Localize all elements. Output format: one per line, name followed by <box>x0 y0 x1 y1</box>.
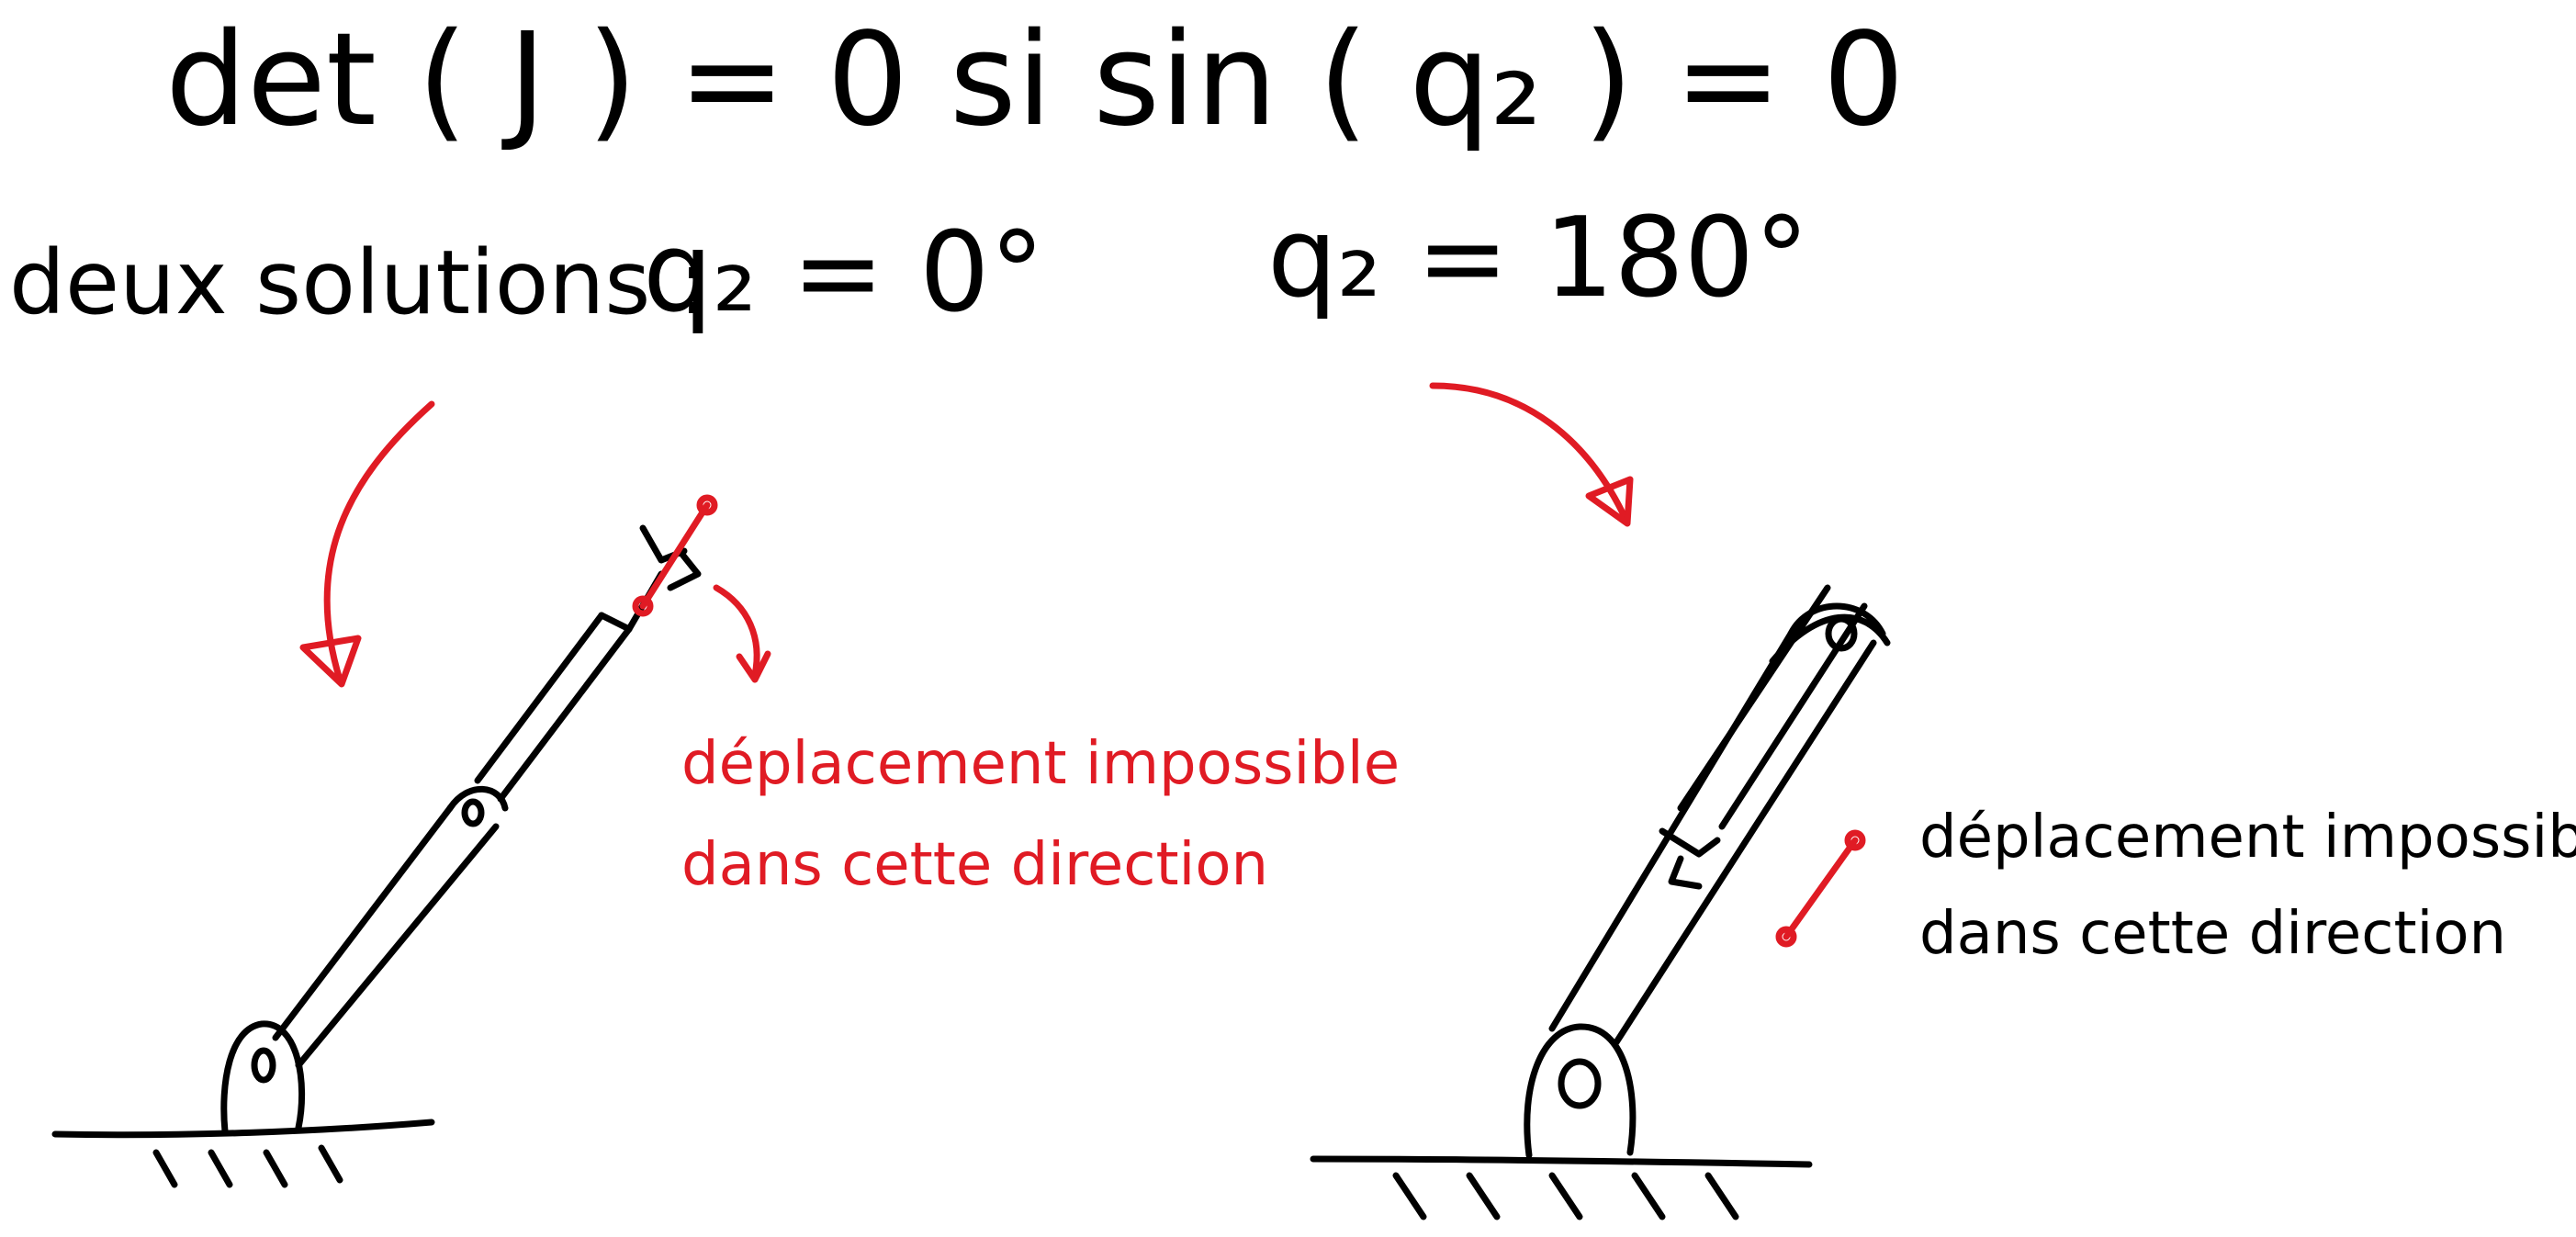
arrow-to-extended-arm <box>299 400 435 688</box>
ground-left <box>51 1119 435 1188</box>
left-note-line-2: dans cette direction <box>681 831 1269 899</box>
solutions-label: deux solutions : <box>9 231 709 334</box>
link-1-left <box>272 785 509 1069</box>
right-note-line-1: déplacement impossible <box>1919 804 2576 872</box>
link-2-left <box>474 612 633 803</box>
solution-q2-180: q₂ = 180° <box>1267 195 1810 322</box>
singularity-equation: det ( J ) = 0 si sin ( q₂ ) = 0 <box>165 6 1905 155</box>
arrow-to-folded-arm <box>1429 382 1634 527</box>
gripper-right <box>1659 827 1721 890</box>
left-note-line-1: déplacement impossible <box>681 730 1400 798</box>
robot-extended <box>51 494 771 1188</box>
base-joint-right <box>1524 1023 1637 1159</box>
robot-folded <box>1310 584 1891 1220</box>
link-2-right <box>1677 584 1868 830</box>
right-note-line-2: dans cette direction <box>1919 900 2507 968</box>
blocked-direction-right <box>1775 829 1866 948</box>
blocked-direction-left <box>632 494 718 617</box>
ground-right <box>1310 1155 1813 1220</box>
base-joint-left <box>220 1020 306 1135</box>
solution-q2-zero: q₂ = 0° <box>643 209 1045 337</box>
arrow-to-left-note <box>713 584 771 683</box>
